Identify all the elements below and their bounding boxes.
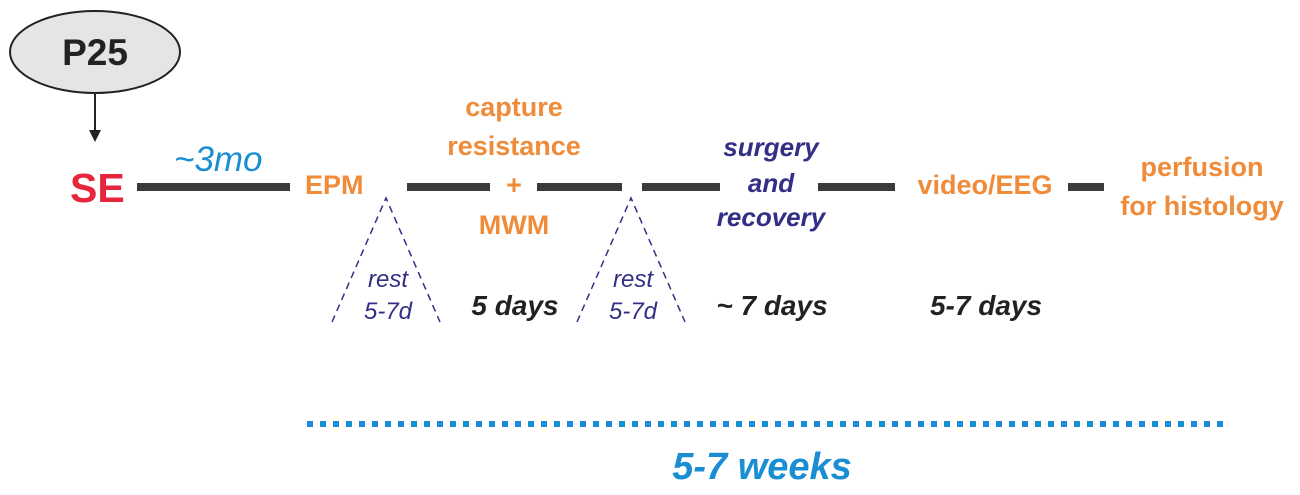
perfusion-line-2: for histology xyxy=(1120,191,1284,221)
rest-1-line-1: rest xyxy=(367,266,409,293)
surgery-line-3: recovery xyxy=(716,202,826,232)
capture-line-2: resistance xyxy=(447,131,581,161)
rest-triangle-1 xyxy=(331,196,441,323)
video-eeg-label: video/EEG xyxy=(917,170,1053,200)
capture-plus: + xyxy=(506,170,522,200)
epm-label: EPM xyxy=(305,170,364,200)
se-label: SE xyxy=(70,165,125,211)
rest-1-line-2: 5-7d xyxy=(363,298,413,325)
capture-duration: 5 days xyxy=(471,290,559,321)
total-span-label: 5-7 weeks xyxy=(672,446,852,488)
surgery-line-2: and xyxy=(747,168,795,198)
p25-arrowhead xyxy=(89,130,101,142)
rest-2-line-1: rest xyxy=(612,266,654,293)
surgery-duration: ~ 7 days xyxy=(716,290,828,321)
surgery-line-1: surgery xyxy=(723,132,819,162)
capture-line-4: MWM xyxy=(478,210,550,240)
video-duration: 5-7 days xyxy=(929,290,1043,321)
age-label: P25 xyxy=(62,32,128,73)
perfusion-line-1: perfusion xyxy=(1140,152,1264,182)
interval-label: ~3mo xyxy=(174,140,263,179)
rest-triangle-2 xyxy=(576,196,686,323)
rest-2-line-2: 5-7d xyxy=(608,298,658,325)
capture-line-1: capture xyxy=(465,92,563,122)
